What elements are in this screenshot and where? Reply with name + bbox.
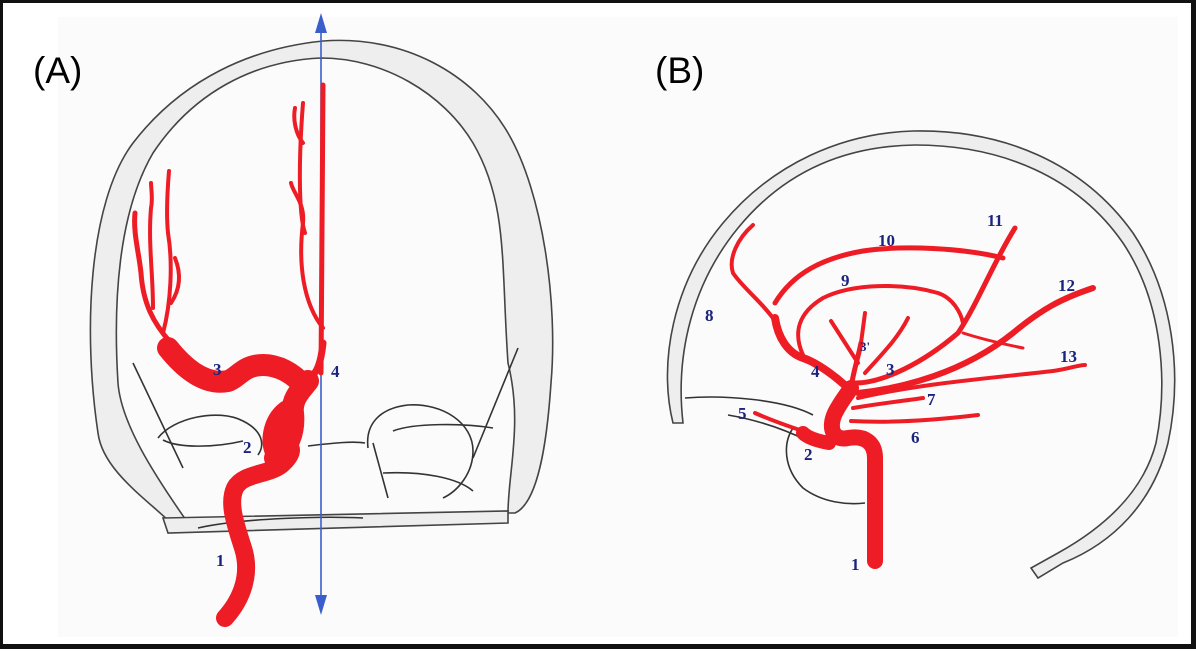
panel-b-label-2: 2 (804, 445, 813, 464)
panel-b-label-4: 4 (811, 362, 820, 381)
panel-b-label-3-prime: 3' (860, 339, 870, 354)
figure-background (58, 17, 1178, 637)
panel-b-label-11: 11 (987, 211, 1003, 230)
panel-a-label-3: 3 (213, 360, 222, 379)
diagram-canvas: (A) (3, 3, 1196, 652)
panel-b-label-13: 13 (1060, 347, 1077, 366)
panel-a-letter: (A) (33, 50, 82, 91)
panel-b-label-1: 1 (851, 555, 860, 574)
panel-b-label-7: 7 (927, 390, 936, 409)
panel-b-label-8: 8 (705, 306, 714, 325)
panel-b-label-5: 5 (738, 404, 747, 423)
panel-a-label-4: 4 (331, 362, 340, 381)
panel-b-label-9: 9 (841, 271, 850, 290)
panel-b-label-10: 10 (878, 231, 895, 250)
panel-b-letter: (B) (655, 50, 704, 91)
panel-b-label-3: 3 (886, 360, 895, 379)
panel-a-label-2: 2 (243, 438, 252, 457)
panel-a-label-1: 1 (216, 551, 225, 570)
panel-b-label-12: 12 (1058, 276, 1075, 295)
panel-b-label-6: 6 (911, 428, 920, 447)
